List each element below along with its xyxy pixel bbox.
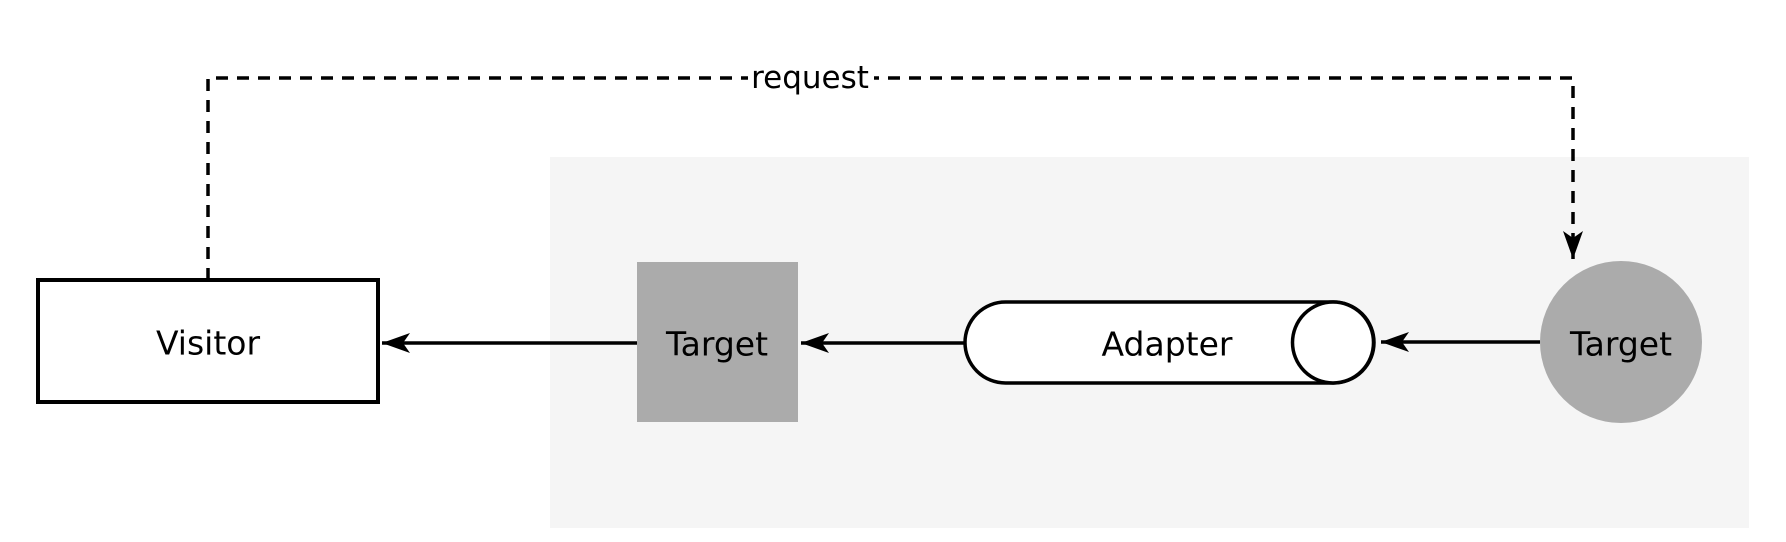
- node-inner-target[interactable]: Target: [637, 262, 798, 422]
- request-label-background: [748, 57, 874, 93]
- node-visitor[interactable]: Visitor: [36, 278, 380, 404]
- request-edge-label: request: [751, 60, 869, 96]
- node-outer-target[interactable]: Target: [1540, 261, 1702, 423]
- node-outer-target-label: Target: [1569, 325, 1672, 364]
- request-edge[interactable]: [206, 76, 1583, 280]
- adapter-ball-connector: [1290, 300, 1376, 385]
- node-inner-target-label: Target: [665, 325, 768, 364]
- node-adapter-label: Adapter: [1102, 325, 1233, 364]
- node-visitor-label: Visitor: [156, 324, 261, 363]
- node-adapter[interactable]: Adapter: [963, 300, 1376, 385]
